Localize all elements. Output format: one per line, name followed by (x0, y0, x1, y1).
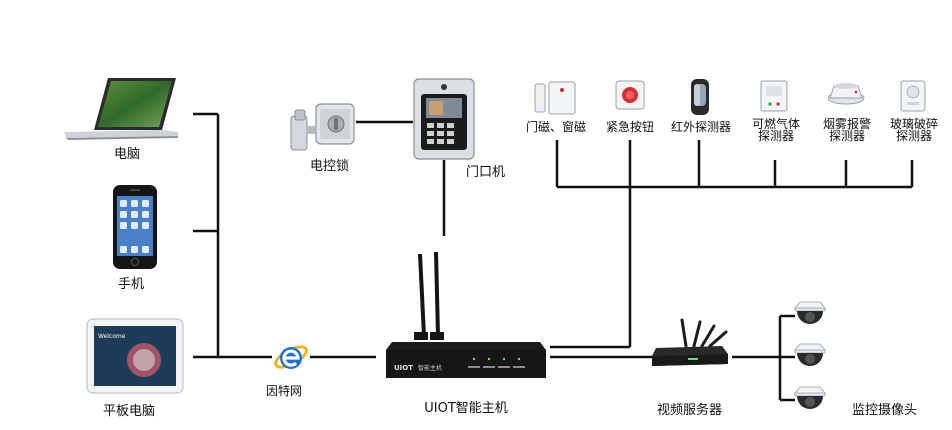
sensor-label-5a: 烟雾报警 (822, 117, 872, 131)
laptop-icon (64, 78, 178, 140)
sensor-label-3: 红外探测器 (670, 120, 732, 134)
dome-camera-icon-3 (794, 386, 826, 409)
sensor-label-6b: 探测器 (895, 129, 933, 143)
internet-label: 因特网 (266, 384, 303, 398)
dome-camera-icon-1 (794, 301, 826, 324)
tablet-icon: Welcome (86, 318, 184, 394)
video-server-label: 视频服务器 (657, 403, 723, 418)
host-brand-sub-text: 智能主机 (418, 364, 442, 372)
internet-icon (274, 345, 308, 369)
dome-camera-icon-2 (794, 343, 826, 366)
sensor-label-2: 紧急按钮 (605, 120, 655, 134)
sensor-label-4b: 探测器 (757, 129, 795, 143)
infrared-detector-icon (691, 79, 709, 115)
host-brand-text: UIOT (394, 364, 413, 372)
cameras-label: 监控摄像头 (852, 403, 918, 418)
sensor-label-1: 门磁、窗磁 (525, 120, 587, 134)
electric-lock-label: 电控锁 (310, 159, 350, 174)
sensor-label-4a: 可燃气体 (751, 117, 801, 131)
phone-label: 手机 (118, 277, 145, 292)
sensor-label-6a: 玻璃破碎 (889, 117, 939, 131)
door-unit-icon (413, 78, 475, 160)
smoke-detector-icon (827, 83, 865, 105)
sensor-label-5b: 探测器 (828, 129, 866, 143)
emergency-button-icon (615, 80, 645, 110)
glass-break-detector-icon (900, 80, 926, 112)
tablet-screen-text: Welcome (98, 333, 126, 340)
door-unit-label: 门口机 (466, 165, 506, 180)
tablet-label: 平板电脑 (103, 404, 156, 419)
computer-label: 电脑 (114, 147, 141, 162)
main-host-icon: UIOT 智能主机 (386, 252, 546, 378)
phone-icon (113, 185, 157, 269)
gas-detector-icon (760, 80, 788, 112)
door-window-sensor-icon (534, 81, 576, 115)
electric-lock-icon (290, 103, 355, 151)
video-server-icon (652, 318, 728, 366)
main-host-label: UIOT智能主机 (424, 401, 508, 416)
